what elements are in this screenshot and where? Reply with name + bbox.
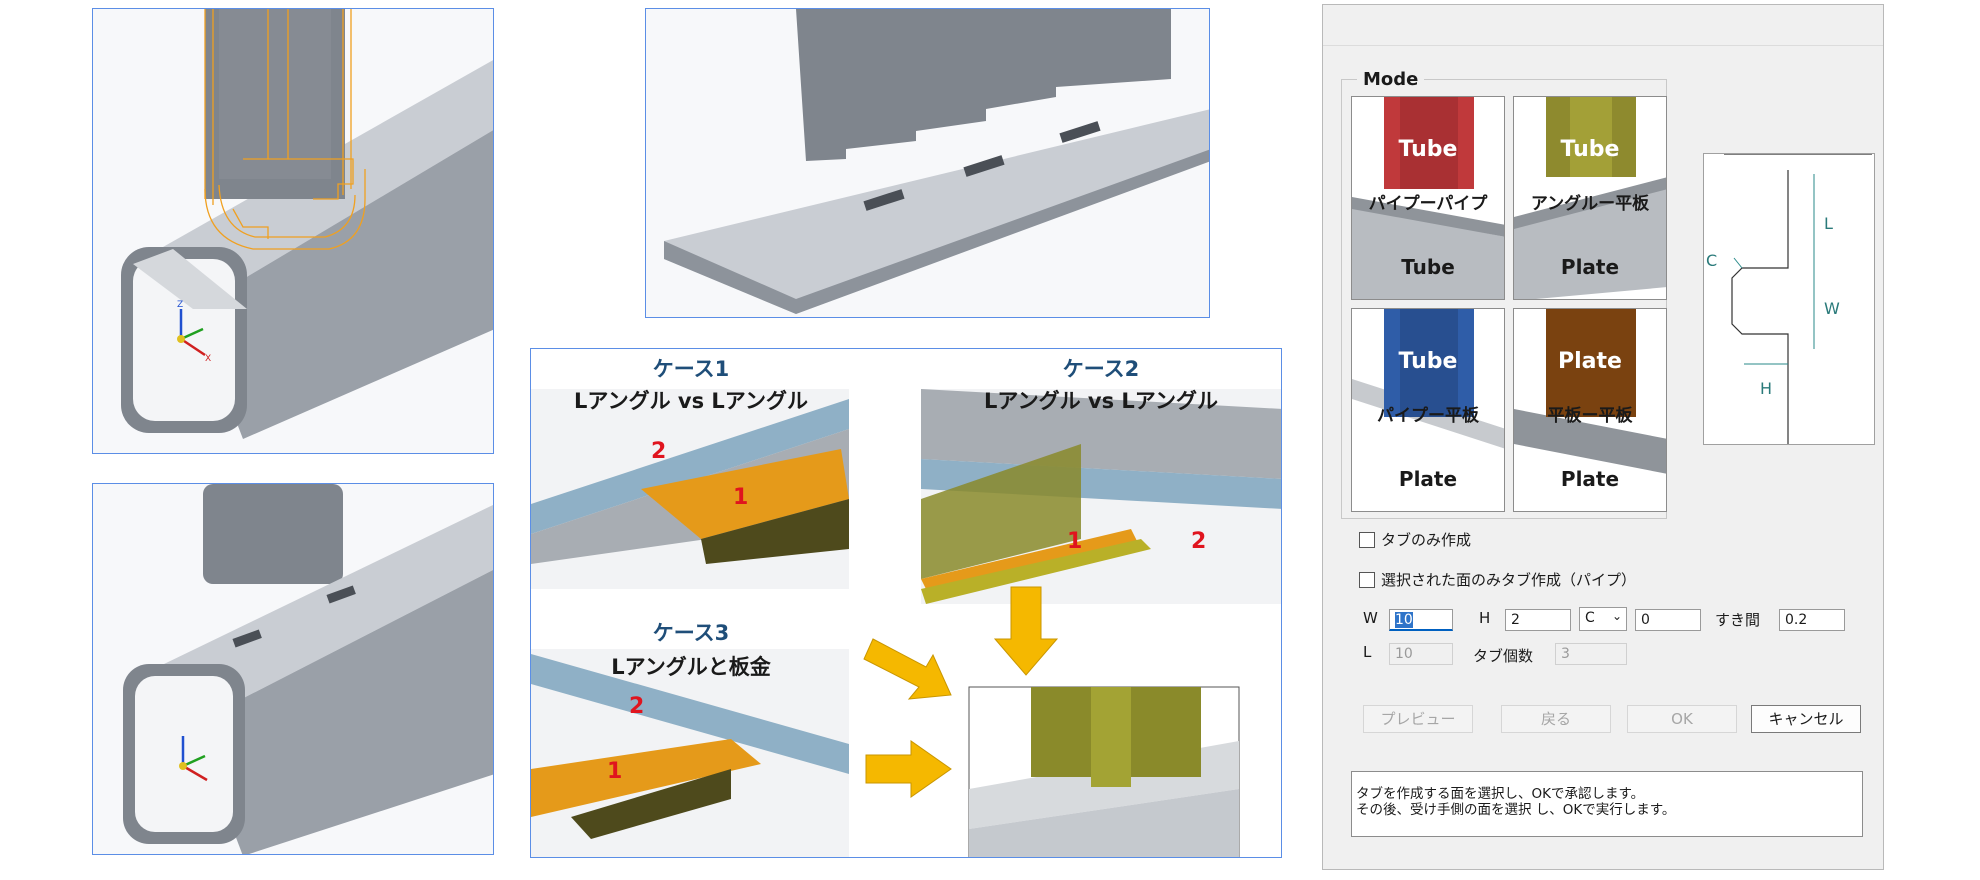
mode-pipe-pipe-bottom: Tube (1401, 255, 1455, 279)
preview-button[interactable]: プレビュー (1363, 705, 1473, 733)
tube-slots-model-view (123, 484, 493, 854)
panel-tube-slots (92, 483, 494, 855)
selected-face-checkbox-row[interactable]: 選択された面のみタブ作成（パイプ） (1359, 569, 1636, 590)
case1-title: ケース1 (652, 357, 730, 381)
c-value-input[interactable]: 0 (1635, 609, 1701, 631)
tab-count-label: タブ個数 (1473, 647, 1534, 665)
mode-plate-plate-bottom: Plate (1560, 467, 1620, 491)
coordinate-triad-icon (179, 736, 208, 782)
diagram-label-w: W (1824, 299, 1840, 318)
c-select[interactable]: C ⌄ (1579, 607, 1627, 631)
mode-button-pipe-plate[interactable]: Tube パイプー平板 Plate (1351, 308, 1505, 512)
case3-label-2: 2 (629, 694, 645, 719)
instruction-line-1: タブを作成する面を選択し、OKで承認します。 (1356, 786, 1645, 802)
tab-dimension-diagram: L C W H (1703, 153, 1875, 445)
back-button[interactable]: 戻る (1501, 705, 1611, 733)
instruction-line-2: その後、受け手側の面を選択 し、OKで実行します。 (1356, 802, 1676, 818)
mode-pipe-plate-top: Tube (1398, 349, 1458, 374)
tube-tube-model-view: Z X (121, 9, 493, 439)
tab-only-checkbox-row[interactable]: タブのみ作成 (1359, 529, 1471, 550)
panel-cases: ケース1 Lアングル vs Lアングル 2 1 ケース2 Lアングル vs Lア… (530, 348, 1282, 858)
mode-pipe-plate-name: パイプー平板 (1377, 406, 1479, 426)
triad-x-label: X (205, 354, 211, 364)
tab-count-input: 3 (1555, 643, 1627, 665)
mode-plate-plate-name: 平板ー平板 (1547, 406, 1633, 426)
l-label: L (1363, 643, 1372, 661)
w-input[interactable]: 10 (1389, 609, 1453, 631)
mode-angle-plate-bottom: Plate (1560, 255, 1620, 279)
case1-label-1: 1 (733, 485, 749, 510)
h-input[interactable]: 2 (1505, 609, 1571, 631)
mode-angle-plate-name: アングルー平板 (1530, 194, 1650, 214)
tab-only-label: タブのみ作成 (1381, 531, 1472, 549)
mode-pipe-pipe-top: Tube (1398, 137, 1458, 162)
instruction-message: タブを作成する面を選択し、OKで承認します。 その後、受け手側の面を選択 し、O… (1351, 771, 1863, 837)
mode-button-plate-plate[interactable]: Plate 平板ー平板 Plate (1513, 308, 1667, 512)
case2-subtitle: Lアングル vs Lアングル (984, 389, 1218, 413)
tab-creation-dialog: Mode Tube パイプーパイプ Tube Tube アングルー平板 Plat… (1322, 4, 1884, 870)
selected-face-checkbox[interactable] (1359, 571, 1375, 588)
panel-plate-tabs (645, 8, 1210, 318)
tab-only-checkbox[interactable] (1359, 531, 1375, 548)
mode-angle-plate-top: Tube (1560, 137, 1620, 162)
l-input: 10 (1389, 643, 1453, 665)
gap-input[interactable]: 0.2 (1779, 609, 1845, 631)
h-label: H (1479, 609, 1491, 627)
mode-button-angle-plate[interactable]: Tube アングルー平板 Plate (1513, 96, 1667, 300)
plate-tabs-model-view (664, 9, 1209, 314)
w-label: W (1363, 609, 1378, 627)
triad-z-label: Z (177, 300, 183, 310)
coordinate-triad-icon (177, 309, 206, 357)
mode-plate-plate-top: Plate (1558, 349, 1622, 374)
diagram-label-c: C (1706, 251, 1717, 270)
case2-title: ケース2 (1062, 357, 1140, 381)
case3-subtitle: Lアングルと板金 (611, 655, 771, 679)
case2-label-2: 2 (1191, 529, 1207, 554)
case1-label-2: 2 (651, 439, 667, 464)
dialog-titlebar[interactable] (1323, 5, 1883, 46)
gap-label: すき間 (1715, 611, 1761, 629)
mode-pipe-pipe-name: パイプーパイプ (1368, 194, 1488, 214)
cancel-button[interactable]: キャンセル (1751, 705, 1861, 733)
mode-button-pipe-pipe[interactable]: Tube パイプーパイプ Tube (1351, 96, 1505, 300)
diagram-label-l: L (1824, 214, 1833, 233)
c-select-value: C (1585, 610, 1595, 626)
case3-title: ケース3 (652, 621, 730, 645)
w-value: 10 (1395, 612, 1413, 628)
diagram-label-h: H (1760, 379, 1772, 398)
mode-pipe-plate-bottom: Plate (1398, 467, 1458, 491)
cases-illustration (531, 389, 1281, 857)
ok-button[interactable]: OK (1627, 705, 1737, 733)
case1-subtitle: Lアングル vs Lアングル (574, 389, 808, 413)
mode-label: Mode (1357, 69, 1425, 90)
chevron-down-icon: ⌄ (1611, 609, 1622, 623)
panel-tube-tube-top: Z X (92, 8, 494, 454)
case3-label-1: 1 (607, 759, 623, 784)
selected-face-label: 選択された面のみタブ作成（パイプ） (1381, 571, 1637, 589)
case2-label-1: 1 (1067, 529, 1083, 554)
